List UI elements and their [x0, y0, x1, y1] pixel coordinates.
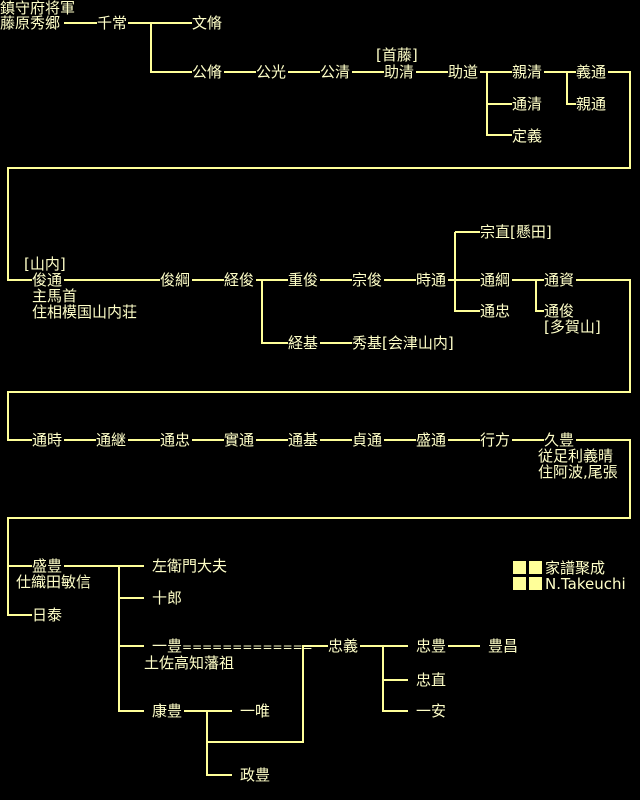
node-fujiwara-hidesato: 藤原秀郷 — [0, 14, 61, 32]
node-saemon: 左衛門大夫 — [152, 557, 228, 575]
node-gen: 通継 — [96, 431, 127, 449]
node-chikakiyo: 親清 — [512, 63, 543, 81]
node-kazuyasu: 一安 — [416, 702, 447, 720]
node-michisuke: 通資 — [544, 271, 575, 289]
kazutoyo-name: 一豊 — [152, 637, 183, 655]
node-tsunemoto: 経基 — [288, 334, 319, 352]
node-gen: 通基 — [288, 431, 319, 449]
node-tadayoshi: 忠義 — [328, 637, 359, 655]
node-chikamichi: 親通 — [576, 95, 607, 113]
credit-author: N.Takeuchi — [545, 575, 626, 593]
node-kimikiyo: 公清 — [320, 63, 351, 81]
node-toshimichi: 俊通 — [32, 271, 63, 289]
node-sukemichi: 助道 — [448, 63, 479, 81]
node-moritoyo: 盛豊 — [32, 557, 63, 575]
node-toshitsuna: 俊綱 — [160, 271, 191, 289]
toshimichi-title: 主馬首 — [32, 287, 78, 305]
node-kazutada: 一唯 — [240, 702, 271, 720]
node-sukekiyo: 助清 — [384, 63, 415, 81]
node-shigetoshi: 重俊 — [288, 271, 319, 289]
node-tadanao: 忠直 — [416, 671, 447, 689]
node-michitoshi: 通俊 — [544, 302, 575, 320]
yamauchi-clan-note: [山内] — [24, 255, 66, 273]
node-yasutoyo: 康豊 — [152, 702, 183, 720]
node-gen: 通時 — [32, 431, 63, 449]
tagayama-note: [多賀山] — [544, 318, 601, 336]
hisatoyo-note-service: 従足利義晴 — [538, 447, 614, 465]
node-chitsune: 千常 — [97, 14, 128, 32]
adoption-dashes: ============= — [182, 640, 313, 654]
node-toyomasa: 豊昌 — [488, 637, 519, 655]
credit-source: 家譜聚成 — [545, 559, 606, 577]
node-tadatoyo: 忠豊 — [416, 637, 447, 655]
credit-square-icon — [513, 577, 526, 590]
node-tsunetoshi: 経俊 — [224, 271, 255, 289]
credit-square-icon — [529, 577, 542, 590]
node-nittai: 日泰 — [32, 606, 63, 624]
hisatoyo-note-residence: 住阿波,尾張 — [538, 463, 618, 481]
node-fumikore: 文脩 — [192, 14, 223, 32]
node-tokimichi: 時通 — [416, 271, 447, 289]
founder-title: 鎮守府将軍 — [0, 0, 76, 17]
node-michitada: 通忠 — [480, 302, 511, 320]
node-gen: 行方 — [480, 431, 511, 449]
credit-square-icon — [513, 561, 526, 574]
moritoyo-note: 仕織田敏信 — [16, 573, 92, 591]
node-gen: 實通 — [224, 431, 255, 449]
node-juro: 十郎 — [152, 589, 183, 607]
node-sadayoshi: 定義 — [512, 127, 543, 145]
node-gen: 通忠 — [160, 431, 191, 449]
node-munetoshi: 宗俊 — [352, 271, 383, 289]
node-kazutoyo: 一豊============= — [152, 638, 313, 655]
node-munenao: 宗直[懸田] — [480, 223, 552, 241]
node-michitsuna: 通綱 — [480, 271, 511, 289]
node-michikiyo: 通清 — [512, 95, 543, 113]
node-masatoyo: 政豊 — [240, 766, 271, 784]
node-gen: 貞通 — [352, 431, 383, 449]
toshimichi-residence: 住相模国山内荘 — [32, 303, 138, 321]
node-kimikore: 公脩 — [192, 63, 223, 81]
sudo-clan-note: [首藤] — [376, 46, 418, 64]
node-kimimitsu: 公光 — [256, 63, 287, 81]
node-yoshimichi: 義通 — [576, 63, 607, 81]
node-hisatoyo: 久豊 — [544, 431, 575, 449]
node-gen: 盛通 — [416, 431, 447, 449]
credit-square-icon — [529, 561, 542, 574]
kazutoyo-note: 土佐高知藩祖 — [144, 654, 235, 672]
node-hidemoto: 秀基[会津山内] — [352, 334, 454, 352]
